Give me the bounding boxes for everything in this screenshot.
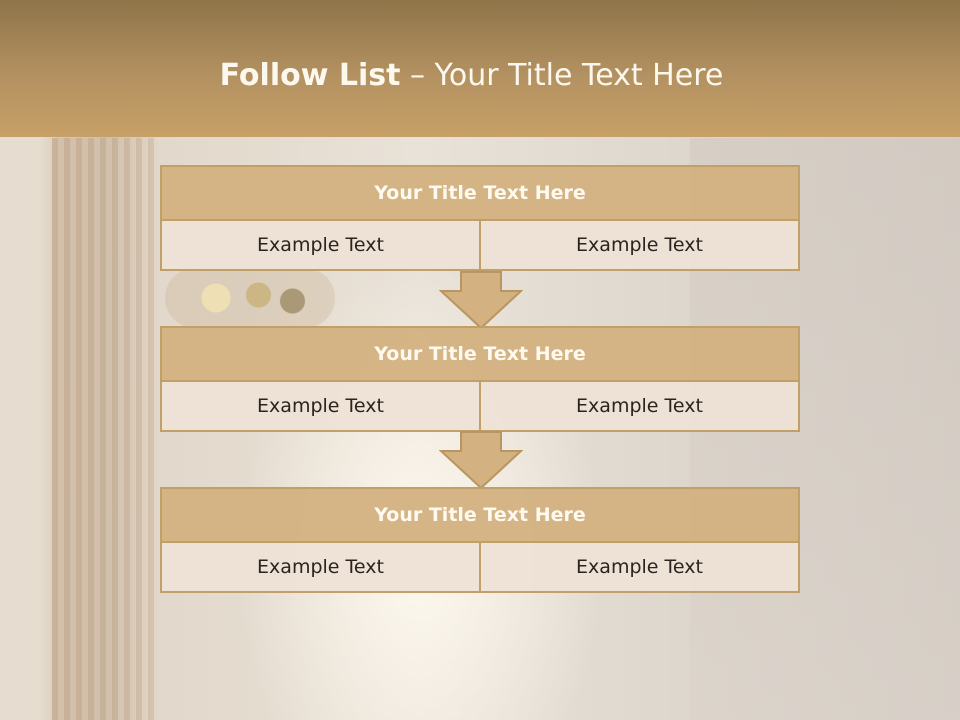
page-title: Follow List – Your Title Text Here [0, 56, 943, 96]
block-title: Your Title Text Here [160, 165, 800, 221]
block-cell-left: Example Text [160, 221, 481, 271]
block-row: Example Text Example Text [160, 221, 800, 271]
block-cell-left: Example Text [160, 543, 481, 593]
list-block-3: Your Title Text Here Example Text Exampl… [160, 487, 800, 593]
block-cell-right: Example Text [481, 221, 800, 271]
background-pillar [52, 138, 156, 720]
block-title: Your Title Text Here [160, 487, 800, 543]
list-block-1: Your Title Text Here Example Text Exampl… [160, 165, 800, 271]
page-title-rest: – Your Title Text Here [400, 58, 724, 93]
block-cell-right: Example Text [481, 382, 800, 432]
block-row: Example Text Example Text [160, 543, 800, 593]
page-title-bold: Follow List [219, 58, 401, 93]
block-row: Example Text Example Text [160, 382, 800, 432]
background-bouquet [165, 268, 335, 328]
list-block-2: Your Title Text Here Example Text Exampl… [160, 326, 800, 432]
title-bar: Follow List – Your Title Text Here [0, 0, 960, 137]
block-cell-right: Example Text [481, 543, 800, 593]
block-cell-left: Example Text [160, 382, 481, 432]
down-arrow-icon [439, 431, 523, 489]
block-title: Your Title Text Here [160, 326, 800, 382]
down-arrow-icon [439, 271, 523, 329]
